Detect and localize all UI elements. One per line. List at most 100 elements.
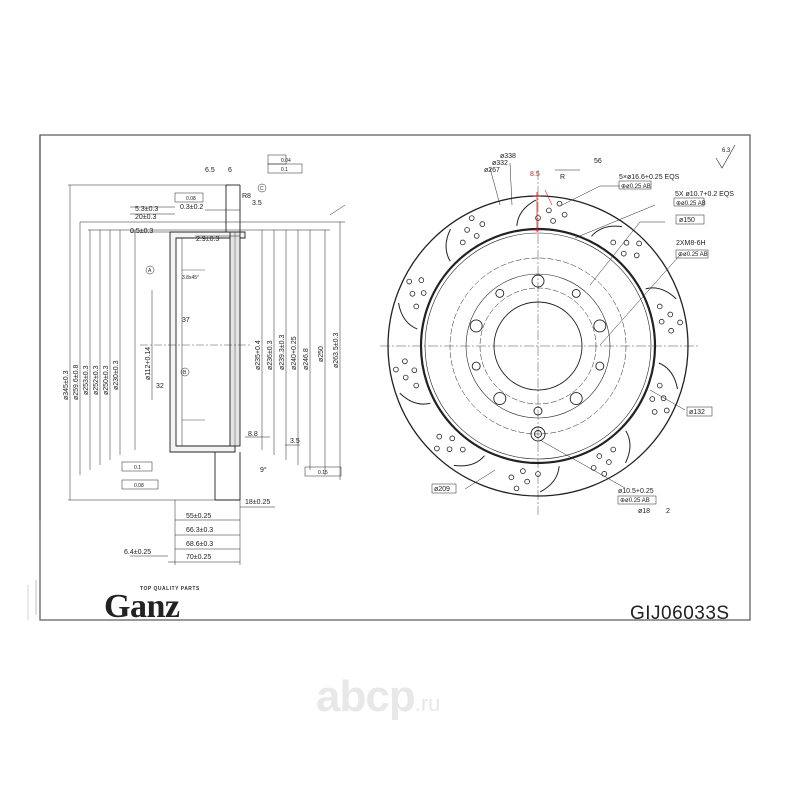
- slot: [445, 228, 451, 262]
- drill-hole: [556, 200, 563, 207]
- brand-logo: Ganz: [104, 588, 180, 625]
- slots: [398, 199, 678, 493]
- drill-hole: [658, 318, 665, 325]
- dia-112: ø112+0.14: [145, 347, 152, 380]
- dim-32: 32: [156, 383, 164, 390]
- drill-hole: [459, 239, 466, 246]
- drill-hole: [413, 382, 420, 389]
- bolt-hole: [531, 274, 545, 288]
- drill-hole: [610, 446, 617, 453]
- front-view-labels: ø338 ø332 ø267 8.5 R 56 6.3 5×ø16.6+0.25…: [434, 148, 734, 515]
- slot: [399, 392, 431, 405]
- dia-345: ø345±0.3: [63, 370, 70, 400]
- drill-hole: [446, 446, 453, 453]
- dim-r8: R8: [242, 193, 251, 200]
- tol-0-08: 0.08: [186, 196, 196, 202]
- dim-55: 55±0.25: [186, 513, 211, 520]
- drill-hole: [651, 409, 658, 415]
- bolt-hole: [493, 392, 507, 406]
- dia-250b: ø250: [318, 346, 325, 362]
- drill-hole: [656, 303, 663, 310]
- drill-hole: [636, 240, 642, 247]
- dim-37: 37: [182, 317, 190, 324]
- note-pos-2: ⊕ø0.25 AB: [676, 201, 706, 207]
- drill-hole: [649, 396, 656, 402]
- dim-0-5: 0.5±0.3: [130, 228, 153, 235]
- part-number: GIJ06033S: [630, 603, 730, 624]
- drill-hole: [596, 453, 603, 459]
- slot: [539, 466, 560, 493]
- slot: [645, 287, 677, 300]
- drill-hole: [668, 327, 674, 334]
- slot: [658, 362, 678, 390]
- drill-hole: [550, 218, 556, 224]
- drill-hole: [420, 290, 427, 296]
- note-hole-10-5: ø10.5+0.25: [618, 488, 654, 495]
- drill-hole: [663, 407, 670, 414]
- angle-9: 9°: [260, 466, 267, 474]
- dim-3-5b: 3.5: [290, 438, 300, 445]
- drill-hole: [660, 395, 667, 402]
- dim-18: 18±0.25: [245, 499, 270, 506]
- threaded-hole-core: [534, 430, 542, 438]
- dim-56: 56: [594, 158, 602, 165]
- dia-267: ø267: [484, 167, 500, 174]
- drill-hole: [524, 478, 530, 485]
- dia-230: ø230±0.3: [113, 360, 120, 390]
- drill-hole: [406, 278, 413, 285]
- drill-hole: [434, 445, 440, 452]
- bolt-hole: [569, 392, 583, 406]
- drill-hole: [436, 433, 443, 440]
- note-dia-150: ø150: [679, 217, 695, 224]
- dim-8-5: 8.5: [530, 171, 540, 178]
- tol-0-04: 0.04: [281, 158, 291, 164]
- drill-hole: [623, 239, 630, 246]
- drill-hole: [656, 382, 663, 389]
- note-dia-18: ø18: [638, 508, 650, 515]
- drill-hole: [402, 374, 409, 381]
- dia-235: ø235+0.4: [255, 340, 262, 370]
- bolt-hole: [471, 361, 481, 371]
- dia-263-5: ø263.5±0.3: [333, 333, 340, 368]
- drill-hole: [409, 290, 416, 297]
- slot: [591, 225, 623, 237]
- bolt-hole: [595, 361, 605, 371]
- drill-holes: [393, 200, 683, 492]
- bolt-hole: [593, 319, 607, 333]
- dia-236: ø236±0.3: [267, 340, 274, 370]
- tol-0-1: 0.1: [281, 167, 288, 173]
- drill-hole: [413, 303, 420, 310]
- note-dia-132: ø132: [689, 409, 705, 416]
- bolt-holes: [469, 274, 607, 442]
- threaded-hole: [530, 426, 546, 442]
- dia-240: ø240+0.25: [291, 336, 298, 370]
- drill-hole: [606, 459, 612, 465]
- note-pos-3: ⊕ø0.25 AB: [678, 252, 708, 258]
- dim-6-5: 6.5: [205, 167, 215, 174]
- dia-332: ø332: [492, 160, 508, 167]
- chamfer: 3.8x45°: [182, 275, 199, 281]
- drill-hole: [402, 358, 408, 365]
- note-hole-5x16: 5×ø16.6+0.25 EQS: [619, 174, 680, 181]
- drill-hole: [535, 215, 541, 221]
- dim-3-5: 3.5: [252, 200, 262, 207]
- roughness: 6.3: [722, 148, 731, 154]
- drill-hole: [473, 233, 480, 239]
- dim-0-3: 0.3±0.2: [180, 204, 203, 211]
- section-diameter-labels: ø345±0.3 ø259.6±0.8 ø253±0.3 ø252±0.3 ø2…: [63, 333, 340, 400]
- dia-252: ø252±0.3: [93, 365, 100, 395]
- dim-70: 70±0.25: [186, 554, 211, 561]
- note-dia-209: ø209: [434, 486, 450, 493]
- note-2: 2: [666, 508, 670, 515]
- watermark-suffix: .ru: [414, 691, 441, 716]
- tol-0-15: 0.15: [318, 470, 328, 476]
- dim-66-3: 66.3±0.3: [186, 527, 213, 534]
- note-pos-4: ⊕ø0.25 AB: [620, 498, 650, 504]
- dia-253: ø253±0.3: [83, 365, 90, 395]
- dim-8-8: 8.8: [248, 431, 258, 438]
- drill-hole: [508, 474, 515, 481]
- dim-68-6: 68.6±0.3: [186, 541, 213, 548]
- slot: [453, 455, 485, 467]
- drill-hole: [449, 435, 456, 442]
